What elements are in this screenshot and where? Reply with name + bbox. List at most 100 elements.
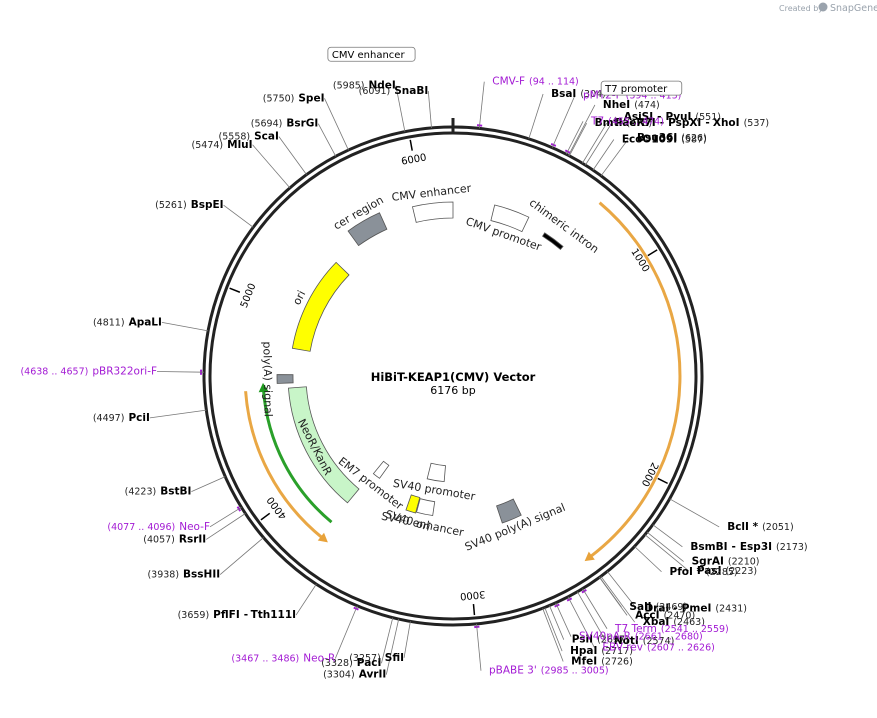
label-pos-cmv-f: (94 .. 114) xyxy=(529,77,579,88)
svg-text:(3467 .. 3486)Neo-R: (3467 .. 3486)Neo-R xyxy=(231,652,335,664)
label-t7: T7 xyxy=(590,115,604,127)
site-leader-avrii xyxy=(385,618,400,675)
svg-text:BclI *(2051): BclI *(2051) xyxy=(727,521,793,533)
primer-leader-pbr322ori-f xyxy=(157,371,205,373)
svg-text:AsiSI-PvuI(551): AsiSI-PvuI(551) xyxy=(624,111,721,123)
site-acci: AccI(2470) xyxy=(635,609,695,621)
svg-text:BsaI(304): BsaI(304) xyxy=(551,88,606,100)
label-acci: AccI xyxy=(635,609,659,621)
primer-leader-sv40pa-r xyxy=(555,602,572,637)
primer-neo-r: (3467 .. 3486)Neo-R xyxy=(231,652,335,664)
boxed-label-cmv-enhancer: CMV enhancer xyxy=(327,46,416,62)
label-pos-paci: (3328) xyxy=(321,658,353,669)
label-mlui: MluI xyxy=(227,139,252,151)
label-xbai: XbaI xyxy=(643,616,670,628)
svg-text:(4638 .. 4657)pBR322ori-F: (4638 .. 4657)pBR322ori-F xyxy=(20,365,157,377)
label-xhoi: XhoI xyxy=(713,117,740,129)
site-bmti: BmtI(478) xyxy=(595,117,652,129)
svg-text:(6091)SnaBI: (6091)SnaBI xyxy=(359,85,429,97)
site-leader-bsrgi xyxy=(317,123,337,157)
label-bspei: BspEI xyxy=(191,199,224,211)
label-t7-term: T7 Term xyxy=(614,623,657,635)
svg-text:(3328)PacI: (3328)PacI xyxy=(321,657,381,669)
site-snabi: (6091)SnaBI xyxy=(359,85,429,97)
label-sv40pa-r: SV40pA-R xyxy=(579,631,631,643)
site-leader-bsmbi xyxy=(652,524,683,548)
label-sep: - xyxy=(660,117,664,129)
label-pos-bsshii: (3938) xyxy=(147,570,179,581)
site-leader-ndei xyxy=(395,85,406,132)
label-pos-t7: (455 .. 474) xyxy=(608,116,664,127)
label-scai: ScaI xyxy=(254,131,279,143)
site-ndei: (5985)NdeI xyxy=(333,80,396,92)
label-pfoi: PfoI * xyxy=(670,566,703,578)
svg-text:DraI-PmeI(2431): DraI-PmeI(2431) xyxy=(644,602,747,614)
label-bsai: BsaI xyxy=(551,88,576,100)
label-neo-r: Neo-R xyxy=(303,652,335,664)
label-esp3i: Esp3I xyxy=(740,541,772,553)
label-sep: - xyxy=(244,609,248,621)
site-leader-acci xyxy=(599,577,628,616)
label-sfii: SfiI xyxy=(385,652,404,664)
label-paer7i: PaeR7I xyxy=(615,117,656,129)
site-leader-nhei xyxy=(568,104,596,156)
primer-leader-neo-f xyxy=(209,506,242,528)
label-pos-bcli: (2051) xyxy=(762,522,794,533)
label-pos-pcii: (4497) xyxy=(93,413,125,424)
svg-text:XbaI(2463): XbaI(2463) xyxy=(643,616,705,628)
feature-sv40-poly-a-signal xyxy=(496,498,522,524)
site-pfoi: PfoI *(2285) xyxy=(670,566,738,578)
tick-3000 xyxy=(472,604,476,616)
label-pos-hpai: (2717) xyxy=(601,646,633,657)
label-apali: ApaLI xyxy=(129,316,162,328)
site-leader-ecoo109i xyxy=(592,139,615,171)
feature-sv40-promoter xyxy=(426,462,446,483)
site-sfii: (3257)SfiI xyxy=(349,652,404,664)
site-leader-sfii xyxy=(403,621,411,658)
site-bsrgi: (5694)BsrGI xyxy=(251,118,319,130)
svg-text:CMV-F(94 .. 114): CMV-F(94 .. 114) xyxy=(492,76,579,88)
outer-arc-arrowhead-0 xyxy=(584,551,595,562)
label-pos-pbabe-3: (2985 .. 3005) xyxy=(541,666,609,677)
label-pos-sali: (2469) xyxy=(656,602,688,613)
site-bstbi: (4223)BstBI xyxy=(125,486,192,498)
label-pos-scai: (5558) xyxy=(219,132,251,143)
label-pvui: PvuI xyxy=(666,111,692,123)
label-pos-pasi: (2223) xyxy=(726,566,758,577)
outer-arc-1 xyxy=(244,391,324,540)
boxed-label-frame xyxy=(327,46,416,62)
svg-text:BmtI(478): BmtI(478) xyxy=(595,117,652,129)
label-pos-apali: (4811) xyxy=(93,317,125,328)
label-pcii: PciI xyxy=(128,412,149,424)
label-pos-noti: (2574) xyxy=(643,636,675,647)
svg-text:(5474)MluI: (5474)MluI xyxy=(192,139,253,151)
feature-em7-promoter xyxy=(372,460,390,479)
label-pos-snabi: (6091) xyxy=(359,86,391,97)
primer-leader-pmt2-f xyxy=(551,95,576,148)
svg-text:T7 Term(2541 .. 2559): T7 Term(2541 .. 2559) xyxy=(614,623,729,635)
site-mlui: (5474)MluI xyxy=(192,139,253,151)
tick-6000 xyxy=(409,139,413,151)
primer-pbabe-3: pBABE 3'(2985 .. 3005) xyxy=(489,665,609,677)
feature-sv40-enhancer xyxy=(416,498,436,516)
svg-text:(4223)BstBI: (4223)BstBI xyxy=(125,486,192,498)
label-pos-bsmbi: (2173) xyxy=(776,542,808,553)
tick-5000 xyxy=(229,287,241,293)
svg-text:(4077 .. 4096)Neo-F: (4077 .. 4096)Neo-F xyxy=(107,521,210,533)
label-pos-ebv-rev: (2607 .. 2626) xyxy=(647,642,715,653)
svg-text:T7(455 .. 474): T7 (455 .. 474) xyxy=(590,115,664,127)
site-leader-apali xyxy=(161,322,209,332)
site-spei: (5750)SpeI xyxy=(263,92,325,104)
label-bsu36i: Bsu36I xyxy=(637,132,677,144)
site-leader-psii xyxy=(549,605,565,640)
feature-chimeric-intron xyxy=(541,232,564,251)
label-sep: - xyxy=(673,602,677,614)
svg-text:SalI(2469): SalI(2469) xyxy=(629,601,687,613)
svg-text:(5558)ScaI: (5558)ScaI xyxy=(219,131,279,143)
label-pos-bstbi: (4223) xyxy=(125,487,157,498)
label-pmei: PmeI xyxy=(682,602,712,614)
label-pos-pbr322ori-f: (4638 .. 4657) xyxy=(20,366,88,377)
site-leader-bstbi xyxy=(191,476,226,492)
label-leader-lines xyxy=(149,81,720,675)
